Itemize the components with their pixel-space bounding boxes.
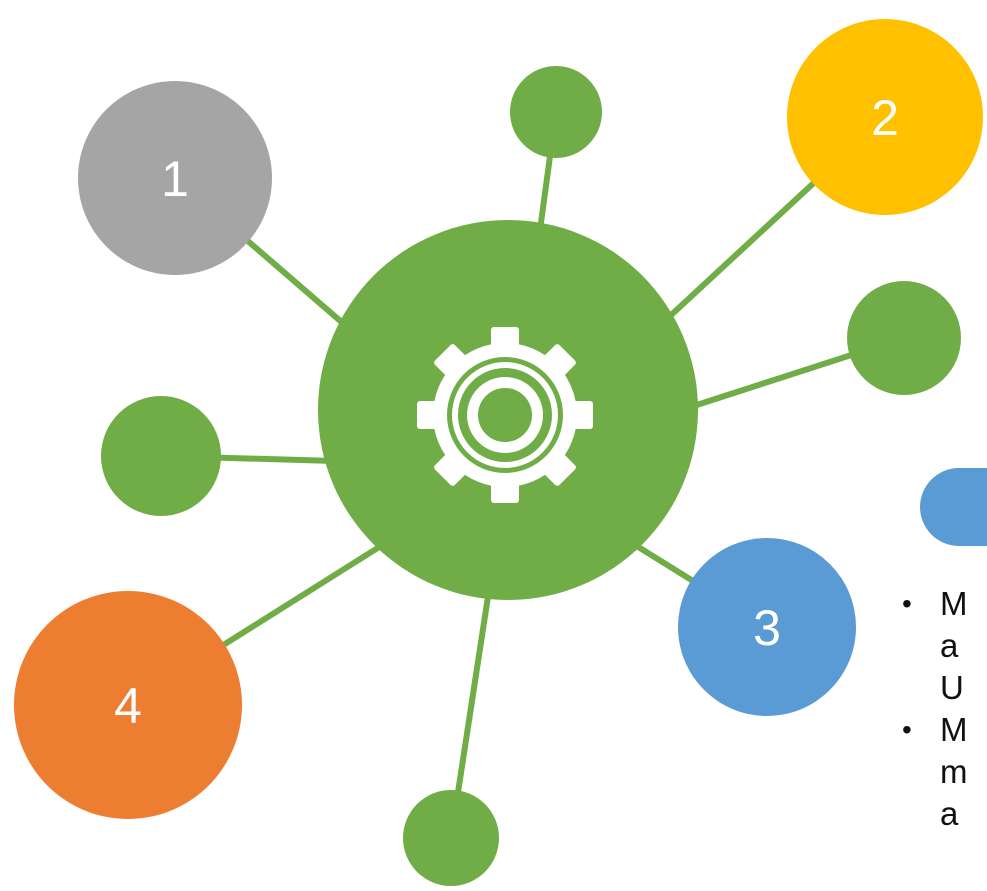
node-1-label: 1	[161, 151, 189, 207]
sidebar-header-pill	[920, 468, 987, 546]
bullet-line: a	[940, 795, 959, 832]
satellite-dot-bottom	[403, 790, 499, 886]
sidebar-bullet-list: • M a U • M m a	[898, 583, 987, 835]
bullet-line: U	[940, 669, 964, 706]
bullet-item: • M m a	[898, 709, 987, 835]
bullet-line: a	[940, 627, 959, 664]
bullet-line: M	[940, 711, 968, 748]
gear-icon	[417, 327, 593, 503]
node-1-circle	[78, 81, 272, 275]
node-3-circle	[678, 538, 856, 716]
bullet-dot: •	[902, 588, 912, 619]
satellite-dot-top	[510, 66, 602, 158]
bullet-line: m	[940, 753, 968, 790]
bullet-line: M	[940, 585, 968, 622]
satellite-dot-left	[101, 396, 221, 516]
bullet-item: • M a U	[898, 583, 987, 709]
node-3-label: 3	[753, 600, 781, 656]
bullet-dot: •	[902, 714, 912, 745]
node-4-circle	[14, 591, 242, 819]
node-2-circle	[787, 19, 983, 215]
satellite-dot-right	[847, 281, 961, 395]
node-2-label: 2	[871, 90, 899, 146]
node-4-label: 4	[114, 678, 142, 734]
